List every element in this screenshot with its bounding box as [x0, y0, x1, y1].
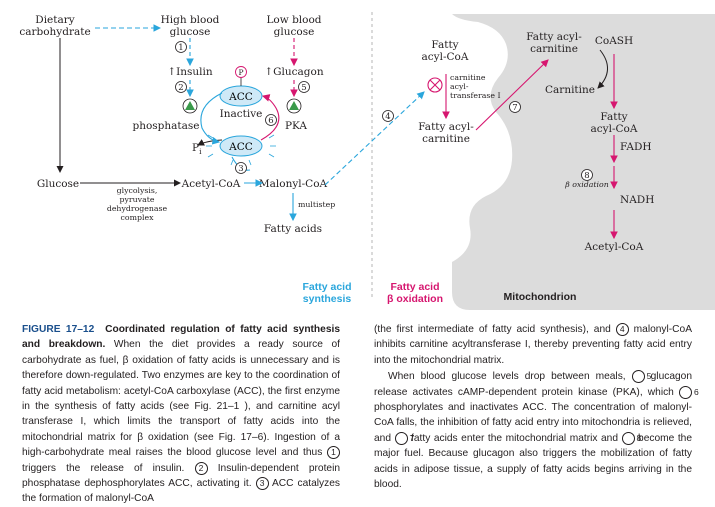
malonyl-inhibits-cat1-arrow — [324, 91, 425, 186]
caption-text-3c: phosphorylates and inactivates ACC. The … — [374, 402, 692, 444]
caption-text-3b: glucagon release activates cAMP-dependen… — [374, 371, 692, 398]
pi-label: Pi — [192, 142, 202, 156]
fatty-acyl-carnitine-outside-label: Fatty acyl-carnitine — [418, 121, 474, 145]
svg-text:5: 5 — [301, 83, 306, 93]
svg-text:2: 2 — [178, 83, 183, 93]
caption-text-3e: become the major fuel. Because glucagon … — [374, 432, 692, 491]
acc-inactive-text: ACC — [228, 91, 253, 103]
pka-label: PKA — [285, 120, 307, 132]
nadh-label: NADH — [620, 194, 654, 206]
acc-active-text: ACC — [228, 141, 253, 153]
multistep-label: multistep — [298, 200, 335, 209]
phosphate-marker-text: P — [238, 68, 243, 77]
activation-arrow — [200, 92, 223, 145]
caption-step-8: 8 — [621, 431, 641, 445]
step-5-marker: 5 — [298, 81, 310, 93]
caption-step-6: 6 — [679, 385, 699, 399]
carnitine-import-arrow — [475, 59, 549, 131]
glucose-label: Glucose — [37, 178, 79, 190]
mitochondrion-shape — [452, 14, 715, 310]
caption-text-1b: triggers the release of insulin. — [22, 462, 195, 474]
caption-paragraph-1: FIGURE 17–12 Coordinated regulation of f… — [22, 322, 340, 507]
svg-text:1: 1 — [178, 43, 183, 53]
caption-paragraph-2: (the first intermediate of fatty acid sy… — [374, 322, 692, 368]
acetyl-coa-end-label: Acetyl-CoA — [584, 241, 644, 253]
caption-text-3d: fatty acids enter the mitochondrial matr… — [407, 432, 622, 444]
fadh-label: FADH — [620, 141, 652, 153]
caption-text-2a: (the first intermediate of fatty acid sy… — [374, 324, 616, 335]
mitochondrion-label: Mitochondrion — [504, 291, 577, 303]
step-8-marker: 8 — [581, 169, 593, 181]
caption-step-7: 7 — [394, 431, 414, 445]
svg-text:6: 6 — [268, 116, 273, 126]
caption-step-5: 5 — [631, 370, 651, 384]
fatty-acids-label: Fatty acids — [264, 223, 322, 235]
insulin-label: ↑Insulin — [167, 66, 213, 78]
caption-paragraph-3: When blood glucose levels drop between m… — [374, 369, 699, 492]
svg-text:7: 7 — [512, 103, 517, 113]
inactive-label: Inactive — [220, 108, 263, 120]
caption-text-1a: When the diet provides a ready source of… — [22, 339, 340, 459]
glucagon-label: ↑Glucagon — [264, 66, 323, 78]
figure-title: Coordinated regulation of fatty acid syn… — [22, 324, 340, 351]
coash-carnitine-arrow — [597, 49, 608, 89]
step-7-marker: 7 — [509, 101, 521, 113]
caption-text-2b: malonyl-CoA inhibits carnitine acyltrans… — [374, 324, 692, 366]
phosphatase-label: phosphatase — [132, 120, 199, 132]
acetyl-coa-label: Acetyl-CoA — [181, 178, 241, 190]
carnitine-label: Carnitine — [545, 84, 595, 96]
step-4-marker: 4 — [382, 110, 394, 122]
coash-label: CoASH — [595, 35, 633, 47]
caption-step-1: 1 — [327, 446, 340, 460]
svg-text:3: 3 — [238, 164, 243, 174]
inactivation-arrow — [260, 94, 280, 141]
caption-left-column: FIGURE 17–12 Coordinated regulation of f… — [22, 322, 340, 507]
caption-text-1d: ACC catalyzes the formation of malonyl-C… — [22, 478, 340, 505]
caption-step-4: 4 — [615, 323, 629, 336]
fatty-acyl-carnitine-inside-label: Fatty acyl-carnitine — [526, 31, 582, 55]
caption-text-3a: When blood glucose levels drop between m… — [388, 371, 632, 383]
caption-right-column: (the first intermediate of fatty acid sy… — [374, 322, 699, 492]
figure-number: FIGURE 17–12 — [22, 324, 95, 335]
step-3-marker: 3 — [235, 162, 247, 174]
step-1-marker: 1 — [175, 41, 187, 53]
svg-text:4: 4 — [385, 112, 390, 122]
acc-active-rays — [206, 134, 276, 166]
step-6-marker: 6 — [265, 114, 277, 126]
caption-text-1c: Insulin-dependent protein phosphatase de… — [22, 462, 341, 490]
caption-step-2: 2 — [194, 461, 208, 475]
acc-active-oval — [219, 135, 263, 157]
phosphate-marker — [235, 66, 247, 78]
beta-oxidation-small-label: β oxidation — [564, 180, 609, 189]
pi-release-arrow — [197, 139, 223, 146]
caption-step-3: 3 — [255, 477, 269, 491]
malonyl-coa-label: Malonyl-CoA — [259, 178, 328, 190]
svg-text:8: 8 — [584, 171, 589, 181]
step-2-marker: 2 — [175, 81, 187, 93]
